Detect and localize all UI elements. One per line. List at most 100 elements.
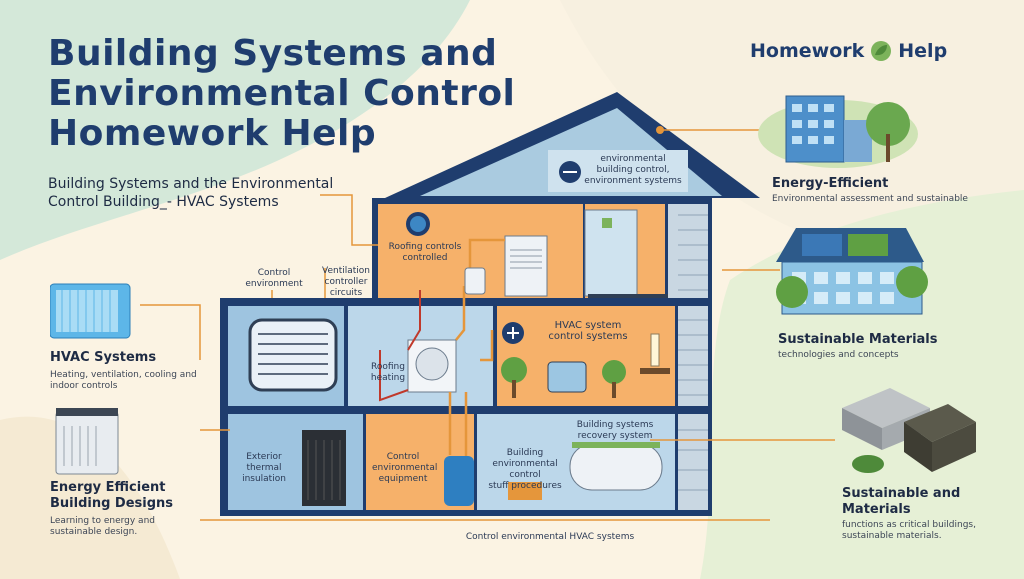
energy-efficient-desc: Environmental assessment and sustainable	[772, 194, 968, 204]
sustainable-and-desc: functions as critical buildings, sustain…	[842, 520, 1012, 542]
roof-label-line-3: environment systems	[584, 176, 682, 186]
pump-unit	[508, 482, 542, 500]
brand-text: Homework	[750, 40, 865, 62]
hvac-room-label: HVAC system control systems	[528, 320, 648, 342]
title-line-1: Building Systems and	[48, 33, 498, 74]
hvac-systems-title: HVAC Systems	[50, 350, 157, 365]
basement-center-label-line-2: environmental	[372, 463, 438, 473]
solar-building-windows	[792, 272, 894, 304]
armchair	[547, 361, 587, 393]
materials-stack-illustration	[842, 388, 976, 473]
attic-label-line-2: controlled	[402, 253, 448, 263]
hvac-unit-illustration	[50, 283, 131, 339]
roof-label-line-2: building control,	[596, 165, 670, 175]
hvac-room-label-line-1: HVAC system	[554, 320, 622, 331]
shelf	[588, 294, 668, 298]
roof-label-line-1: environmental	[600, 154, 666, 164]
basement-left-label-line-1: Exterior thermal	[246, 452, 282, 473]
attic-label-line-1: Roofing controls	[388, 242, 462, 252]
heat-pump-fan	[415, 347, 449, 381]
hvac-systems-desc: Heating, ventilation, cooling and indoor…	[50, 370, 200, 392]
attic-vent-inner	[410, 216, 426, 232]
sustainable-materials-desc: technologies and concepts	[778, 350, 899, 360]
tree-right	[602, 360, 626, 384]
solar-panel-a	[802, 234, 842, 256]
basement-center2-label-line-2: environmental control	[492, 459, 558, 480]
outside-a-line-2: environment	[245, 279, 303, 289]
hvac-unit-fins	[61, 290, 111, 332]
brand: Homework Help	[750, 40, 947, 62]
basement-center-label: Control environmental equipment	[372, 452, 438, 485]
sus-desc-line-2: sustainable materials.	[842, 531, 942, 541]
eco-windows	[792, 104, 834, 144]
fan-coil-grille	[258, 333, 328, 375]
boiler-grille	[307, 440, 341, 500]
side-table	[640, 368, 670, 374]
energy-designs-desc: Learning to energy and sustainable desig…	[50, 516, 200, 538]
tree-left	[501, 357, 527, 383]
green-indicator	[602, 218, 612, 228]
basement-center2-label: Building environmental control stuff pro…	[478, 448, 572, 492]
storage-tank-band	[572, 442, 660, 448]
solar-building-illustration	[776, 228, 928, 315]
air-handler-unit	[504, 235, 548, 297]
basement-right-label-line-2: recovery system	[577, 431, 653, 441]
hvac-unit-grille	[56, 290, 118, 332]
bottom-left-blob	[0, 416, 180, 579]
roof-arrow-dot	[656, 126, 664, 134]
energy-desc-line-2: sustainable design.	[50, 527, 138, 537]
basement-center2-label-line-1: Building	[506, 448, 544, 458]
middle-center-label: Roofing heating	[358, 362, 418, 384]
leaf-icon	[871, 41, 892, 61]
energy-efficient-title: Energy-Efficient	[772, 176, 889, 191]
energy-desc-line-1: Learning to energy and	[50, 516, 155, 526]
sus-desc-line-1: functions as critical buildings,	[842, 520, 976, 530]
fan-coil-unit	[248, 318, 338, 392]
slab-top-b	[904, 404, 976, 442]
outside-b-line-1: Ventilation	[322, 266, 370, 276]
outside-b-label: Ventilation controller circuits	[318, 266, 374, 299]
middle-center-label-line-1: Roofing	[371, 362, 405, 372]
stair-column	[678, 306, 708, 406]
tree-left-trunk	[512, 380, 516, 398]
basement-right-label: Building systems recovery system	[560, 420, 670, 442]
page-title: Building Systems and Environmental Contr…	[48, 34, 515, 154]
basement-left-label-line-2: insulation	[242, 474, 286, 484]
subtitle-line-2: Control Building_- HVAC Systems	[48, 194, 279, 210]
roof-label: environmental building control, environm…	[578, 154, 688, 187]
eco-building-illustration	[758, 95, 918, 168]
moss-patch	[852, 455, 884, 473]
sus-title-line-2: Materials	[842, 502, 911, 517]
slab-side-b	[904, 422, 932, 472]
thermostat-unit	[464, 267, 486, 295]
hvac-room-icon-mark	[507, 327, 519, 339]
top-left-blob	[0, 0, 470, 260]
red-pipes	[379, 290, 421, 402]
water-tank	[444, 456, 474, 506]
attic-label: Roofing controls controlled	[380, 242, 470, 264]
basement-right-label-line-1: Building systems	[576, 420, 654, 430]
outside-b-line-3: circuits	[329, 288, 363, 298]
subtitle-line-1: Building Systems and the Environmental	[48, 176, 334, 192]
outside-b-line-2: controller	[324, 277, 368, 287]
hvac-desc-line-1: Heating, ventilation, cooling and	[50, 370, 197, 380]
energy-designs-title: Energy Efficient Building Designs	[50, 480, 173, 512]
energy-unit-body	[55, 411, 119, 475]
solar-tree-left	[776, 276, 808, 308]
basement-center-label-line-3: equipment	[378, 474, 428, 484]
stair-lines	[678, 214, 708, 491]
basement-center2-label-line-3: stuff procedures	[488, 481, 562, 491]
page-subtitle: Building Systems and the Environmental C…	[48, 175, 333, 211]
green-roof	[848, 234, 888, 256]
hvac-desc-line-2: indoor controls	[50, 381, 118, 391]
solar-tree-right	[896, 266, 928, 298]
slab-top-a	[842, 388, 930, 428]
brand-suffix: Help	[898, 40, 948, 62]
sustainable-materials-title: Sustainable Materials	[778, 332, 938, 347]
energy-title-line-1: Energy Efficient	[50, 480, 166, 495]
title-line-3: Homework Help	[48, 113, 377, 154]
outside-a-label: Control environment	[236, 268, 312, 290]
lamp	[650, 333, 660, 367]
chimney-column	[668, 204, 708, 298]
